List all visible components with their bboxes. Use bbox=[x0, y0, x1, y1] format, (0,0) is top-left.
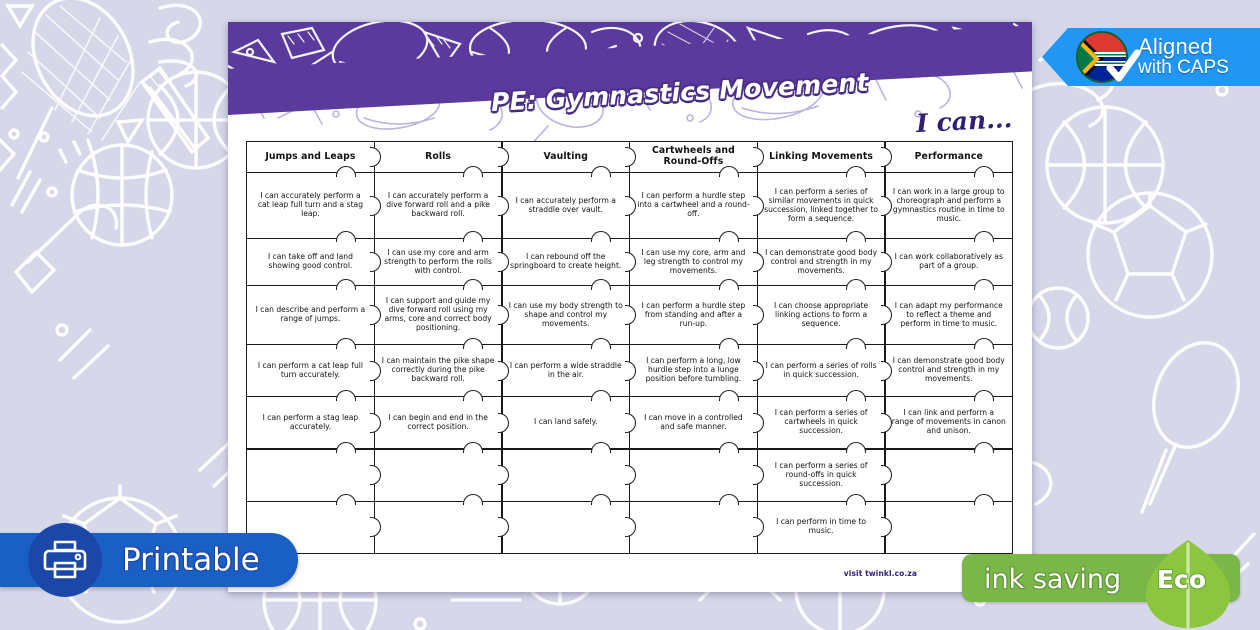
eco-badge[interactable]: ink saving Eco bbox=[962, 540, 1252, 630]
puzzle-knob-top bbox=[718, 389, 739, 404]
printable-badge[interactable]: Printable bbox=[0, 523, 298, 597]
puzzle-cell[interactable]: I can accurately perform a cat leap full… bbox=[246, 165, 382, 239]
column-header: Rolls bbox=[373, 141, 509, 174]
column-header: Performance bbox=[884, 141, 1013, 174]
puzzle-cell[interactable]: I can use my core and arm strength to pe… bbox=[373, 231, 509, 287]
printable-label: Printable bbox=[122, 542, 260, 578]
aligned-with-caps-badge[interactable]: Aligned with CAPS bbox=[1042, 28, 1260, 86]
puzzle-cell[interactable]: I can perform a hurdle step into a cartw… bbox=[629, 165, 765, 239]
puzzle-cell[interactable] bbox=[373, 442, 509, 502]
puzzle-cell[interactable]: I can choose appropriate linking actions… bbox=[756, 278, 892, 345]
caps-line-1: Aligned bbox=[1138, 34, 1213, 60]
puzzle-cell[interactable]: I can begin and end in the correct posit… bbox=[373, 389, 509, 450]
puzzle-knob-top bbox=[973, 231, 994, 246]
puzzle-cell[interactable] bbox=[629, 494, 765, 554]
grid-column-rolls: Rolls I can accurately perform a dive fo… bbox=[373, 141, 509, 554]
puzzle-cell[interactable]: I can rebound off the springboard to cre… bbox=[501, 231, 637, 287]
puzzle-knob-top bbox=[973, 494, 994, 509]
grid-column-cartwheels-and-round-offs: Cartwheels and Round-Offs I can perform … bbox=[629, 141, 765, 554]
puzzle-knob-top bbox=[335, 337, 356, 352]
puzzle-cell[interactable]: I can demonstrate good body control and … bbox=[884, 337, 1013, 398]
puzzle-cell[interactable] bbox=[373, 494, 509, 554]
puzzle-cell[interactable]: I can perform a series of rolls in quick… bbox=[756, 337, 892, 398]
puzzle-cell[interactable]: I can perform a long, low hurdle step in… bbox=[629, 337, 765, 398]
visit-link[interactable]: visit twinkl.co.za bbox=[843, 569, 917, 578]
puzzle-cell[interactable]: I can perform a hurdle step from standin… bbox=[629, 278, 765, 345]
puzzle-cell[interactable]: I can perform a series of round-offs in … bbox=[756, 442, 892, 502]
column-header: Vaulting bbox=[501, 141, 637, 174]
puzzle-cell[interactable]: I can perform a wide straddle in the air… bbox=[501, 337, 637, 398]
puzzle-cell[interactable]: I can use my core, arm and leg strength … bbox=[629, 231, 765, 287]
puzzle-knob-top bbox=[335, 231, 356, 246]
puzzle-knob-top bbox=[590, 494, 611, 509]
puzzle-knob-top bbox=[718, 494, 739, 509]
puzzle-cell[interactable]: I can perform a stag leap accurately. bbox=[246, 389, 382, 450]
puzzle-cell[interactable]: I can work collaboratively as part of a … bbox=[884, 231, 1013, 287]
puzzle-cell[interactable] bbox=[884, 442, 1013, 502]
puzzle-knob-top bbox=[718, 231, 739, 246]
puzzle-cell[interactable] bbox=[501, 494, 637, 554]
puzzle-knob-top bbox=[718, 337, 739, 352]
puzzle-cell[interactable]: I can support and guide my dive forward … bbox=[373, 278, 509, 345]
grid-column-jumps-and-leaps: Jumps and Leaps I can accurately perform… bbox=[246, 141, 382, 554]
puzzle-cell[interactable]: I can perform a series of cartwheels in … bbox=[756, 389, 892, 450]
puzzle-cell[interactable]: I can work in a large group to choreogra… bbox=[884, 165, 1013, 239]
puzzle-cell[interactable]: I can accurately perform a straddle over… bbox=[501, 165, 637, 239]
ink-saving-label: ink saving bbox=[984, 564, 1122, 595]
puzzle-knob-top bbox=[718, 165, 739, 180]
grid-column-linking-movements: Linking Movements I can perform a series… bbox=[756, 141, 892, 554]
puzzle-cell[interactable]: I can use my body strength to shape and … bbox=[501, 278, 637, 345]
puzzle-cell[interactable]: I can take off and land showing good con… bbox=[246, 231, 382, 287]
eco-label: Eco bbox=[1156, 565, 1206, 594]
puzzle-cell[interactable] bbox=[246, 442, 382, 502]
puzzle-knob-top bbox=[335, 442, 356, 457]
puzzle-knob-top bbox=[335, 389, 356, 404]
puzzle-cell[interactable]: I can perform in time to music. bbox=[756, 494, 892, 554]
check-icon bbox=[1104, 48, 1142, 86]
puzzle-knob-top bbox=[590, 231, 611, 246]
column-header: Jumps and Leaps bbox=[246, 141, 382, 174]
puzzle-cell[interactable] bbox=[884, 494, 1013, 554]
puzzle-cell[interactable]: I can demonstrate good body control and … bbox=[756, 231, 892, 287]
column-header: Cartwheels and Round-Offs bbox=[629, 141, 765, 174]
puzzle-cell[interactable]: I can accurately perform a dive forward … bbox=[373, 165, 509, 239]
puzzle-grid: Jumps and Leaps I can accurately perform… bbox=[246, 141, 1013, 554]
grid-column-performance: Performance I can work in a large group … bbox=[884, 141, 1013, 554]
puzzle-knob-top bbox=[718, 278, 739, 293]
puzzle-cell[interactable]: I can land safely. bbox=[501, 389, 637, 450]
puzzle-knob-top bbox=[718, 442, 739, 457]
puzzle-cell[interactable]: I can adapt my performance to reflect a … bbox=[884, 278, 1013, 345]
grid-column-vaulting: Vaulting I can accurately perform a stra… bbox=[501, 141, 637, 554]
printer-icon bbox=[28, 523, 102, 597]
puzzle-cell[interactable]: I can perform a series of similar moveme… bbox=[756, 165, 892, 239]
puzzle-cell[interactable] bbox=[629, 442, 765, 502]
puzzle-knob-top bbox=[335, 165, 356, 180]
caps-line-2: with CAPS bbox=[1138, 57, 1229, 79]
worksheet-sheet: PE: Gymnastics Movement I can... Jumps a… bbox=[228, 22, 1032, 592]
puzzle-cell[interactable]: I can move in a controlled and safe mann… bbox=[629, 389, 765, 450]
puzzle-cell[interactable] bbox=[501, 442, 637, 502]
sheet-footer: visit twinkl.co.za bbox=[228, 554, 1032, 592]
i-can-heading: I can... bbox=[915, 104, 1013, 139]
puzzle-cell[interactable]: I can perform a cat leap full turn accur… bbox=[246, 337, 382, 398]
column-header: Linking Movements bbox=[756, 141, 892, 174]
puzzle-cell[interactable]: I can link and perform a range of moveme… bbox=[884, 389, 1013, 450]
puzzle-knob-top bbox=[335, 494, 356, 509]
puzzle-cell[interactable]: I can describe and perform a range of ju… bbox=[246, 278, 382, 345]
puzzle-cell[interactable]: I can maintain the pike shape correctly … bbox=[373, 337, 509, 398]
leaf-icon bbox=[1142, 538, 1234, 630]
caps-text: Aligned with CAPS bbox=[1138, 34, 1229, 79]
puzzle-knob-top bbox=[335, 278, 356, 293]
